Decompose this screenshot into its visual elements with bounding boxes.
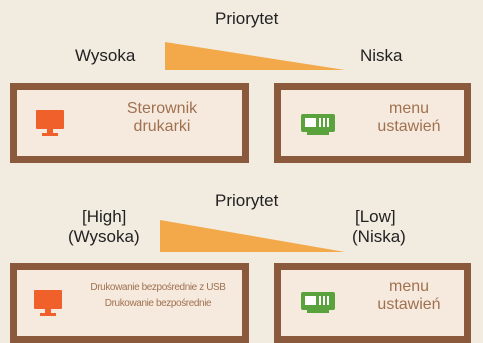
bottom-low-label-en: [Low] xyxy=(355,207,396,226)
top-low-label: Niska xyxy=(360,46,403,65)
control-panel-icon xyxy=(301,112,335,141)
top-high-label: Wysoka xyxy=(75,46,136,65)
bottom-high-label: (Wysoka) xyxy=(68,227,140,246)
top-right-panel-text: menu ustawień xyxy=(359,100,459,137)
bottom-low-label: (Niska) xyxy=(352,227,406,246)
bottom-high-label-en: [High] xyxy=(82,207,127,226)
top-right-panel-line1: menu xyxy=(388,100,430,117)
bottom-right-panel-line2: ustawień xyxy=(377,296,441,314)
top-left-panel: Sterownik drukarki xyxy=(10,83,249,163)
top-left-panel-text: Sterownik drukarki xyxy=(87,100,237,137)
bottom-left-panel-line1: Drukowanie bezpośrednie z USB xyxy=(90,282,226,293)
top-right-panel: menu ustawień xyxy=(274,83,471,163)
monitor-icon xyxy=(33,288,63,323)
control-panel-icon xyxy=(301,290,335,319)
top-left-panel-line2: drukarki xyxy=(133,118,191,136)
top-priority-label: Priorytet xyxy=(215,9,279,28)
bottom-left-panel-text: Drukowanie bezpośrednie z USB Drukowanie… xyxy=(69,282,247,309)
top-left-panel-line1: Sterownik xyxy=(126,100,198,117)
top-right-panel-line2: ustawień xyxy=(377,118,441,136)
monitor-icon xyxy=(35,108,65,143)
bottom-right-panel-text: menu ustawień xyxy=(359,278,459,315)
bottom-priority-label: Priorytet xyxy=(215,191,279,210)
top-priority-wedge xyxy=(165,42,345,70)
bottom-left-panel-line2: Drukowanie bezpośrednie xyxy=(104,297,212,309)
bottom-priority-wedge xyxy=(160,220,345,252)
bottom-left-panel: Drukowanie bezpośrednie z USB Drukowanie… xyxy=(10,263,249,343)
bottom-right-panel-line1: menu xyxy=(388,278,430,295)
bottom-right-panel: menu ustawień xyxy=(274,263,471,343)
